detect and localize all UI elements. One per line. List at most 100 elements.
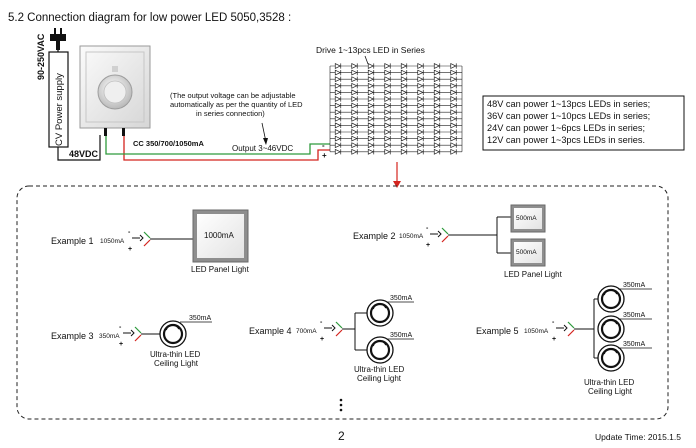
example-2-caption: LED Panel Light	[504, 270, 563, 279]
example-5-current: 1050mA	[524, 328, 549, 335]
led-diode-icon	[334, 135, 342, 142]
led-diode-icon	[400, 82, 408, 89]
power-plug-icon	[50, 28, 66, 50]
led-diode-icon	[384, 76, 391, 83]
example-2-panel-value: 500mA	[516, 215, 537, 222]
led-diode-icon	[417, 135, 424, 142]
example-1-label: Example 1	[51, 236, 94, 246]
led-diode-icon	[417, 129, 424, 135]
led-diode-icon	[367, 102, 375, 109]
led-diode-icon	[351, 129, 358, 135]
led-diode-icon	[351, 148, 358, 155]
led-diode-icon	[384, 96, 391, 102]
capacity-line: 24V can power 1~6pcs LEDs in series;	[487, 123, 645, 133]
output-48v-label: 48VDC	[69, 149, 99, 159]
led-diode-icon	[417, 69, 424, 76]
ceiling-light-icon	[597, 285, 625, 313]
led-array-pointer	[364, 55, 369, 65]
example-5-caption-1: Ultra-thin LED	[584, 378, 634, 387]
example-4-caption-2: Ceiling Light	[357, 374, 402, 383]
driver-output-terminal: - +	[552, 319, 575, 343]
led-diode-icon	[351, 89, 358, 96]
example-5-light-value: 350mA	[623, 312, 646, 319]
svg-text:+: +	[320, 336, 324, 343]
ceiling-light-icon	[597, 344, 625, 372]
example-5-caption-2: Ceiling Light	[588, 387, 633, 396]
note-line-3: in series connection)	[196, 109, 265, 118]
led-diode-icon	[433, 109, 441, 116]
driver-output-terminal: - +	[119, 324, 142, 348]
svg-text:-: -	[552, 319, 555, 326]
led-diode-icon	[450, 89, 457, 96]
led-diode-icon	[367, 63, 375, 69]
led-diode-icon	[400, 69, 408, 76]
positive-wire	[123, 136, 330, 161]
driver-current-label: CC 350/700/1050mA	[133, 139, 204, 148]
output-range-label: Output 3~46VDC	[232, 144, 293, 153]
led-diode-icon	[334, 129, 342, 135]
led-diode-icon	[433, 69, 441, 76]
led-diode-icon	[367, 129, 375, 135]
driver-output-terminal: - +	[128, 229, 151, 253]
led-diode-icon	[417, 109, 424, 116]
led-diode-icon	[433, 63, 441, 69]
led-diode-icon	[334, 82, 342, 89]
led-diode-icon	[351, 102, 358, 109]
led-diode-icon	[384, 109, 391, 116]
led-diode-icon	[367, 96, 375, 102]
led-diode-icon	[334, 115, 342, 122]
example-1-caption: LED Panel Light	[191, 265, 250, 274]
led-diode-icon	[400, 109, 408, 116]
led-diode-icon	[433, 148, 441, 155]
led-diode-icon	[351, 109, 358, 116]
led-diode-icon	[400, 135, 408, 142]
led-diode-icon	[417, 102, 424, 109]
note-line-1: (The output voltage can be adjustable	[170, 91, 296, 100]
led-diode-icon	[400, 89, 408, 96]
note-arrowhead	[263, 138, 268, 145]
led-diode-icon	[384, 148, 391, 155]
led-diode-icon	[334, 96, 342, 102]
capacity-line: 36V can power 1~10pcs LEDs in series;	[487, 111, 650, 121]
led-panel-light	[510, 204, 546, 233]
led-diode-icon	[367, 135, 375, 142]
led-diode-icon	[417, 89, 424, 96]
led-diode-icon	[450, 96, 457, 102]
led-diode-icon	[433, 142, 441, 149]
led-diode-icon	[400, 142, 408, 149]
led-diode-icon	[417, 63, 424, 69]
led-diode-icon	[367, 122, 375, 129]
led-diode-icon	[367, 142, 375, 149]
led-diode-icon	[334, 102, 342, 109]
svg-text:+: +	[552, 336, 556, 343]
led-diode-icon	[400, 115, 408, 122]
driver-pin	[122, 128, 125, 136]
led-diode-icon	[334, 63, 342, 69]
led-diode-icon	[351, 76, 358, 83]
svg-text:+: +	[426, 242, 430, 249]
led-diode-icon	[334, 122, 342, 129]
led-diode-icon	[400, 63, 408, 69]
led-diode-icon	[450, 76, 457, 83]
example-2-current: 1050mA	[399, 233, 424, 240]
more-examples-ellipsis	[339, 398, 343, 412]
example-2-label: Example 2	[353, 231, 396, 241]
negative-wire	[105, 136, 330, 155]
led-diode-icon	[367, 82, 375, 89]
led-diode-icon	[351, 142, 358, 149]
led-diode-icon	[367, 115, 375, 122]
ceiling-light-icon	[159, 320, 187, 348]
svg-text:-: -	[128, 229, 131, 236]
example-3-caption-1: Ultra-thin LED	[150, 350, 200, 359]
power-supply-label: CV Power supply	[54, 73, 65, 146]
example-4-light-value: 350mA	[390, 332, 413, 339]
led-diode-icon	[351, 96, 358, 102]
led-diode-icon	[384, 69, 391, 76]
led-diode-icon	[400, 122, 408, 129]
led-diode-icon	[433, 115, 441, 122]
ceiling-light-icon	[597, 315, 625, 343]
svg-text:-: -	[320, 319, 323, 326]
led-diode-icon	[351, 122, 358, 129]
section-title: 5.2 Connection diagram for low power LED…	[8, 12, 291, 24]
